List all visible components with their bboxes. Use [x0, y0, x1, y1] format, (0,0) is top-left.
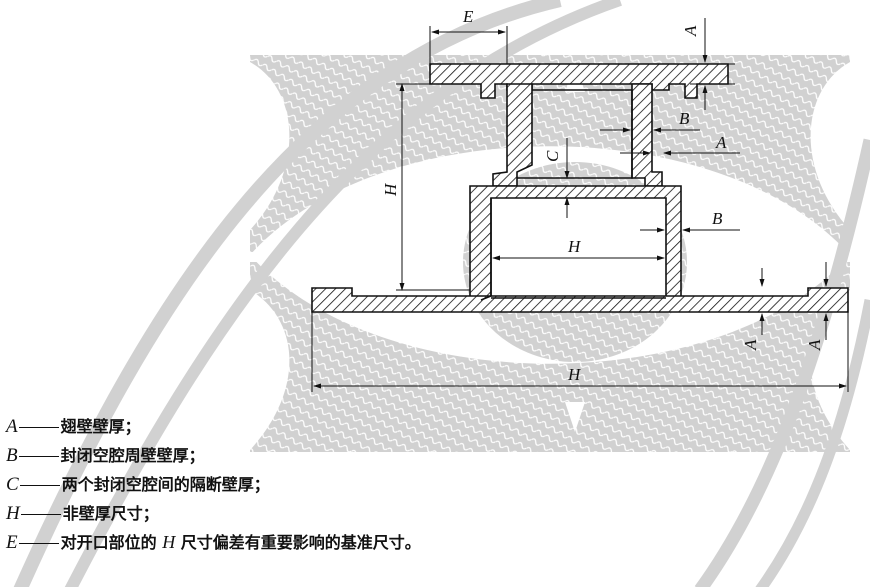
- legend-symbol: E: [6, 532, 18, 553]
- legend-description-symbol: H: [162, 532, 176, 552]
- legend-description: 翅壁壁厚；: [60, 417, 141, 436]
- legend-description: 对开口部位的 H 尺寸偏差有重要影响的基准尺寸。: [60, 532, 421, 552]
- dim-label-a-top: A: [681, 25, 700, 37]
- legend-symbol: H: [6, 503, 20, 524]
- legend-symbol: B: [6, 445, 18, 466]
- legend-item-c: C 两个封闭空腔间的隔断壁厚；: [6, 470, 866, 499]
- legend-symbol: C: [6, 474, 19, 495]
- dim-label-a-bottom-right: A: [805, 339, 824, 351]
- legend-description-suffix: 尺寸偏差有重要影响的基准尺寸。: [175, 533, 421, 552]
- legend-symbol: A: [6, 416, 18, 437]
- legend-item-e: E 对开口部位的 H 尺寸偏差有重要影响的基准尺寸。: [6, 528, 866, 557]
- dimension-lines: [311, 18, 849, 392]
- legend-description: 非壁厚尺寸；: [62, 504, 159, 523]
- legend-description-prefix: 对开口部位的: [60, 533, 163, 552]
- dim-label-b-right: B: [712, 209, 723, 228]
- legend-item-a: A 翅壁壁厚；: [6, 412, 866, 441]
- legend-dash: [18, 427, 59, 428]
- legend-dash: [19, 485, 60, 486]
- legend-dash: [20, 514, 61, 515]
- legend-description: 封闭空腔周壁壁厚；: [60, 446, 205, 465]
- legend-item-b: B 封闭空腔周壁壁厚；: [6, 441, 866, 470]
- dim-label-h-bottom: H: [567, 365, 582, 384]
- dim-label-h-left: H: [381, 182, 400, 197]
- dim-label-a-right: A: [715, 133, 727, 152]
- dim-label-e: E: [462, 7, 474, 26]
- aluminum-profile-section: [311, 63, 849, 313]
- dim-label-h-inner: H: [567, 237, 582, 256]
- dim-label-b-upper: B: [679, 109, 690, 128]
- dim-label-a-bottom-left: A: [741, 339, 760, 351]
- legend-item-h: H 非壁厚尺寸；: [6, 499, 866, 528]
- dimension-labels: E A B A C H B H A A H: [381, 7, 824, 384]
- legend-description: 两个封闭空腔间的隔断壁厚；: [61, 475, 270, 494]
- dim-label-c: C: [543, 150, 562, 162]
- legend-dash: [18, 456, 59, 457]
- legend-dash: [18, 543, 59, 544]
